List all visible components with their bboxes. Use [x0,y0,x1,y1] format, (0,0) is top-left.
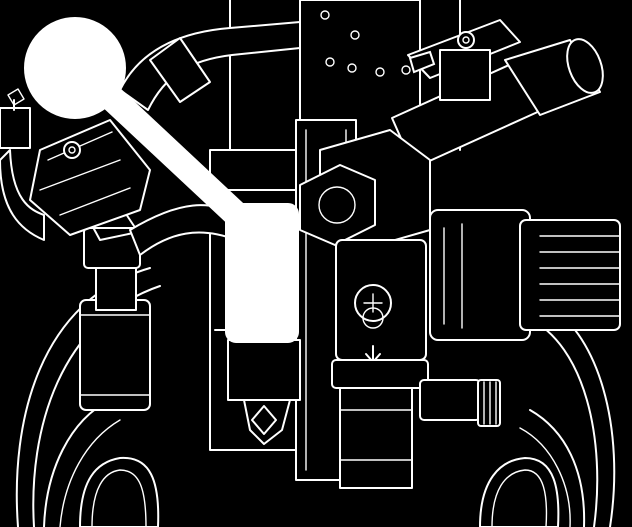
upper-hose [119,21,301,111]
elbow-block [299,129,431,251]
hex-socket-icon [362,307,384,329]
left-bracket [0,88,241,256]
regulator-body [331,239,429,489]
highlight-rect [225,203,299,343]
side-fitting [419,379,501,427]
drum-clamps [79,456,560,527]
nozzle [227,339,301,445]
left-cylinder [79,207,151,411]
motor [429,209,621,341]
right-valve-assembly [391,19,604,169]
